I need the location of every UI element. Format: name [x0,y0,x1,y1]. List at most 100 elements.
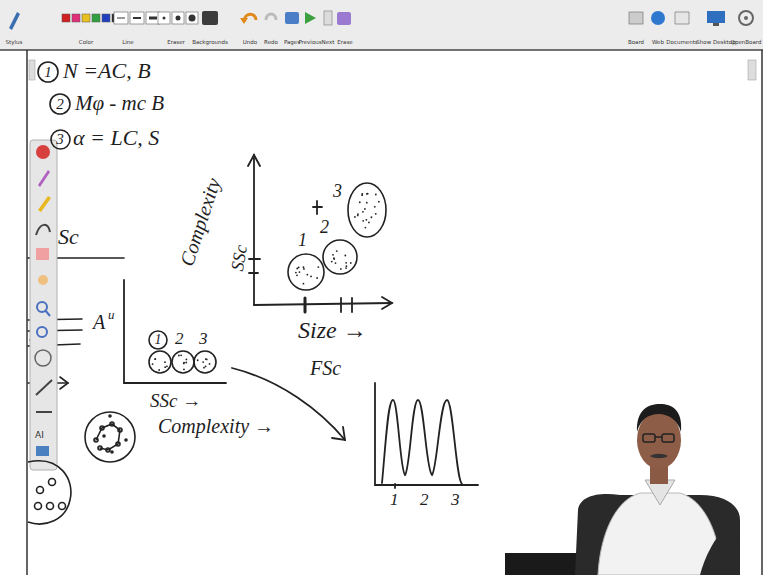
cell-sketch [28,461,71,524]
cell-cluster [375,194,377,196]
cell-cluster [333,258,335,260]
cell-cluster [345,265,347,267]
cell-cluster [316,277,318,279]
cell-cluster [164,361,166,363]
toolbar [285,12,299,24]
cell-cluster [205,358,207,360]
toolbar [172,12,184,24]
presenter [662,434,674,442]
left-sketch [111,451,113,453]
toolbar [9,12,20,30]
scatter-plot-axes [249,272,258,274]
toolbar [130,12,144,24]
axis-label: SSc [228,244,250,273]
cell-cluster [333,257,335,259]
toolbar [266,14,276,20]
left-sketch [60,377,68,389]
cell-cluster [203,367,205,369]
scatter-plot-axes [340,298,342,312]
axis-label: Complexity → [158,416,274,436]
presenter [575,494,740,575]
toolbar-label: Eraser [167,40,185,46]
scatter-plot-axes [248,155,392,312]
cluster-number: 3 [199,330,208,347]
presenter [655,436,662,438]
toolbar-label: OpenBoard [731,40,762,46]
cell-cluster [303,268,305,270]
circle-outline [51,130,70,149]
toolbar-label: Documents [666,40,697,46]
toolbar [92,14,100,22]
cluster-number: 2 [320,218,329,236]
circled-number-text: 3 [56,132,64,147]
toolbar-label: Undo [243,40,257,46]
toolbar [72,14,80,22]
toolbar [0,0,763,50]
scatter-plot-axes [249,258,260,260]
cell-cluster [310,276,312,278]
toolbar [158,12,170,24]
circle-outline [50,94,70,114]
cell-cluster [154,358,156,360]
tool-palette [36,446,49,456]
side-toggles [29,60,35,80]
cell-cluster [332,254,334,256]
tool-palette [45,310,50,316]
left-sketch [116,442,120,446]
toolbar [82,14,90,22]
cell-cluster [183,362,185,364]
tool-palette [30,140,57,470]
toolbar [189,15,196,22]
cell-cluster [374,206,376,208]
toolbar-label: Stylus [6,40,23,46]
axis-label: Complexity [176,176,223,269]
board-frame [761,50,763,575]
cell-cluster [149,183,386,373]
circle-outline [149,331,167,349]
tool-palette [36,248,49,260]
curved-arrow [332,427,345,440]
circled-number: 1 [148,330,168,350]
circled-number-text: 2 [56,97,64,112]
toolbar [305,12,316,24]
side-toggles [748,60,756,80]
cell-cluster [166,365,168,367]
cell-sketch [37,487,44,494]
handwritten-note: α = LC, S [73,127,159,149]
left-sketch [96,424,120,450]
cluster-number: 2 [175,330,184,347]
cell-cluster [296,274,298,276]
cell-cluster [303,266,305,268]
toolbar-label: Color [79,40,93,46]
toolbar-label: Previous [298,40,321,46]
cell-cluster [158,369,160,371]
toolbar [202,11,218,25]
toolbar [102,14,110,22]
scatter-plot-axes [253,155,255,305]
presenter [637,404,681,432]
presenter [505,404,740,575]
cell-cluster [366,193,368,195]
cell-cluster [183,362,185,364]
toolbar-label: Redo [264,40,278,46]
presenter [650,454,668,459]
toolbar [629,12,643,24]
cell-cluster [362,211,364,213]
cell-cluster [340,268,342,270]
cell-cluster [345,262,347,264]
cell-cluster [366,202,368,204]
left-sketch [106,448,110,452]
cell-cluster [331,261,333,263]
cell-cluster [185,362,187,364]
axis-label: SSc → [150,391,201,410]
cell-cluster [149,351,171,373]
toolbar [675,12,689,24]
cell-cluster [296,268,298,270]
toolbar [133,17,141,19]
circle-outline [38,62,58,82]
toolbar-label: Line [122,40,133,46]
cell-cluster [357,213,359,215]
toolbar [324,11,332,25]
cell-cluster [359,201,361,203]
